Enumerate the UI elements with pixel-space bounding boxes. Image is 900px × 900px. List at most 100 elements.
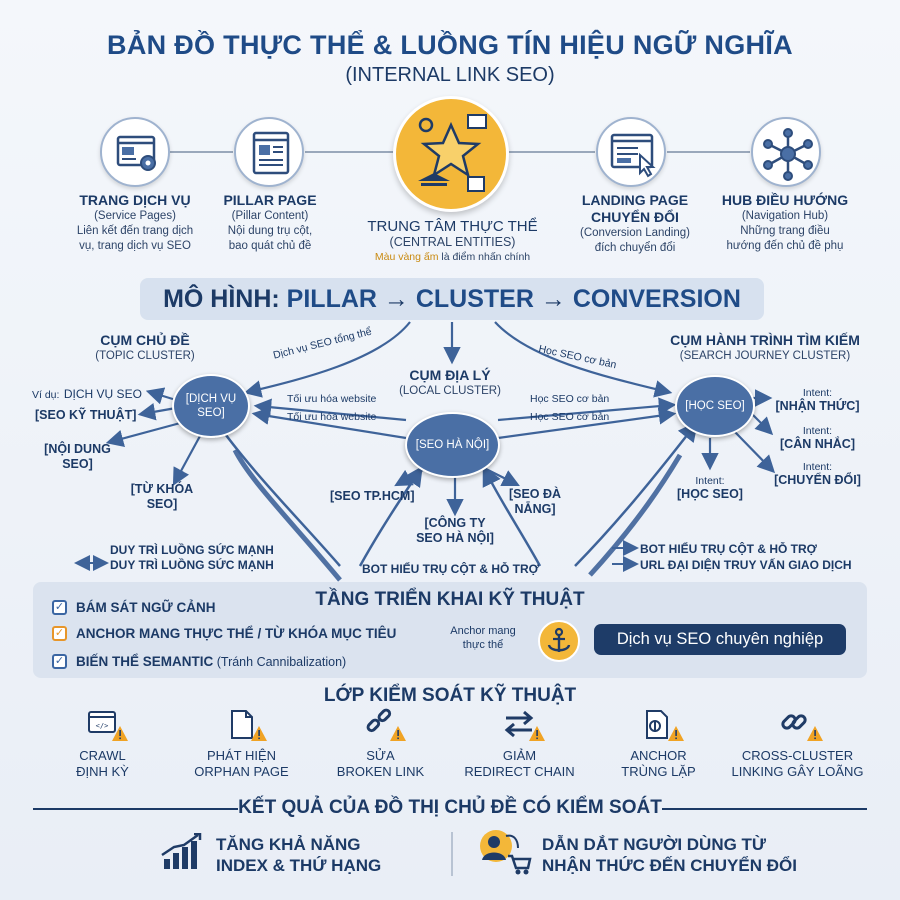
model-arrow-1: → [383,285,409,313]
checkbox-2[interactable]: ✓ [52,626,67,641]
result-2-l1: DẪN DẮT NGƯỜI DÙNG TỪ [542,835,767,854]
search-hub-node[interactable]: [HỌC SEO] [675,375,755,437]
central-sub: (CENTRAL ENTITIES) [389,235,516,249]
topic-heading: CỤM CHỦ ĐỀ [100,332,190,348]
local-cluster-title: CỤM ĐỊA LÝ (LOCAL CLUSTER) [370,367,530,399]
search-heading: CỤM HÀNH TRÌNH TÌM KIẾM [670,332,860,348]
local-item-hcm[interactable]: [SEO TP.HCM] [330,489,415,503]
local-item-cong-ty-l2: SEO HÀ NỘI] [416,531,494,545]
landing-desc: đích chuyển đổi [594,242,676,254]
anchor-note-l2: thực thể [462,639,504,651]
landing-cursor-icon [596,117,666,187]
search-cluster-title: CỤM HÀNH TRÌNH TÌM KIẾM (SEARCH JOURNEY … [640,332,890,364]
model-arrow-2: → [540,285,566,313]
local-item-cong-ty[interactable]: [CÔNG TY SEO HÀ NỘI] [395,516,515,546]
result-2: DẪN DẮT NGƯỜI DÙNG TỪ NHẬN THỨC ĐẾN CHUY… [542,834,797,876]
intent-label-2: Intent: [802,425,833,437]
local-item-da-nang-l1: [SEO ĐÀ [508,487,562,501]
local-item-da-nang-l2: NẴNG] [514,502,556,516]
topic-item-tu-khoa-seo[interactable]: [TỪ KHÓA SEO] [122,482,202,512]
central-note-highlight: Màu vàng ấm [374,251,439,263]
growth-chart-icon [160,832,204,878]
landing-heading2: CHUYỂN ĐỔI [591,209,679,225]
topic-item-tu-khoa-l1: [TỪ KHÓA [130,482,194,496]
intent-learn-seo[interactable]: Intent: [HỌC SEO] [660,475,760,502]
page-subtitle: (INTERNAL LINK SEO) [345,64,555,86]
network-icon [751,117,821,187]
hub-sub: (Navigation Hub) [741,210,829,222]
topic-hub-node[interactable]: [DỊCH VỤ SEO] [172,374,250,438]
control-item-label-line2: ORPHAN PAGE [194,764,289,779]
deploy-item-2: ANCHOR MANG THỰC THỂ / TỪ KHÓA MỤC TIÊU [76,626,397,641]
local-hub-node[interactable]: [SEO HÀ NỘI] [405,412,500,478]
result-1: TĂNG KHẢ NĂNG INDEX & THỨ HẠNG [216,834,381,876]
deploy-item-1: BÁM SÁT NGỮ CẢNH [76,600,216,615]
divider-left [33,808,238,810]
anchor-pill[interactable]: Dịch vụ SEO chuyên nghiệp [594,624,846,655]
topic-item-noi-dung-l1: [NỘI DUNG [44,442,111,456]
local-item-cong-ty-l1: [CÔNG TY [424,516,486,530]
landing-heading: LANDING PAGE [581,192,689,208]
search-sub: (SEARCH JOURNEY CLUSTER) [679,350,851,362]
pillar-desc2: bao quát chủ đề [228,240,312,252]
web-gear-icon [100,117,170,187]
control-item-label-line2: ĐỊNH KỲ [76,764,129,779]
results-heading: KẾT QUẢ CỦA ĐỒ THỊ CHỦ ĐỀ CÓ KIỂM SOÁT [238,797,662,818]
deploy-item-3: BIẾN THỂ SEMANTIC (Tránh Cannibalization… [76,654,346,669]
checkbox-3[interactable]: ✓ [52,654,67,669]
user-cart-icon [478,828,532,876]
intent-consideration[interactable]: Intent: [CÂN NHẮC] [770,425,865,452]
edge-label-right-bottom-2: URL ĐẠI DIỆN TRUY VẤN GIAO DỊCH [640,558,852,572]
control-item-label-line2: TRÙNG LẶP [621,764,696,779]
divider-right [662,808,867,810]
pillar-sub: (Pillar Content) [231,210,309,222]
model-banner: MÔ HÌNH: PILLAR → CLUSTER → CONVERSION [140,278,764,320]
local-item-da-nang[interactable]: [SEO ĐÀ NẴNG] [500,487,570,517]
intent-consideration-value: [CÂN NHẮC] [780,437,855,451]
central-note-rest: là điểm nhấn chính [438,251,531,263]
control-item-label-line2: REDIRECT CHAIN [464,764,575,779]
document-icon [234,117,304,187]
service-pages-node: TRANG DỊCH VỤ (Service Pages) Liên kết đ… [30,192,240,254]
hub-heading: HUB ĐIỀU HƯỚNG [721,192,849,208]
control-item-label-line1: PHÁT HIỆN [206,748,277,763]
edge-label-right-bottom-1: BOT HIỂU TRỤ CỘT & HỖ TRỢ [640,542,817,556]
intent-awareness[interactable]: Intent: [NHẬN THỨC] [770,387,865,414]
intent-conversion[interactable]: Intent: [CHUYỂN ĐỔI] [770,461,865,488]
topic-item-noi-dung-l2: SEO] [62,457,93,471]
topic-example-prefix: Ví dụ: [32,389,60,401]
edge-label-left-bottom-2: DUY TRÌ LUỒNG SỨC MẠNH [110,558,274,572]
result-1-l2: INDEX & THỨ HẠNG [216,856,382,875]
page-title: BẢN ĐỒ THỰC THỂ & LUỒNG TÍN HIỆU NGỮ NGH… [107,30,793,60]
edge-label-mid-4: Học SEO cơ bản [530,411,610,423]
intent-label-1: Intent: [802,387,833,399]
model-conversion: CONVERSION [572,285,741,313]
control-item-label-line2: BROKEN LINK [336,764,425,779]
topic-sub: (TOPIC CLUSTER) [95,350,195,362]
topic-cluster-title: CỤM CHỦ ĐỀ (TOPIC CLUSTER) [60,332,230,364]
service-desc2: vụ, trang dịch vụ SEO [79,240,191,252]
landing-page-node: LANDING PAGE CHUYỂN ĐỔI (Conversion Land… [545,192,725,256]
hub-node: HUB ĐIỀU HƯỚNG (Navigation Hub) Những tr… [700,192,870,254]
control-item-label-line1: CROSS-CLUSTER [741,748,854,763]
svg-text:</>: </> [95,722,108,730]
control-item-label-line1: ANCHOR [630,748,687,763]
service-sub: (Service Pages) [94,210,176,222]
pillar-heading: PILLAR PAGE [223,192,317,208]
intent-learn-seo-value: [HỌC SEO] [677,487,743,501]
topic-item-seo-ky-thuat[interactable]: [SEO KỸ THUẬT] [35,408,137,422]
control-item-label-line1: SỬA [366,748,395,763]
checkbox-1[interactable]: ✓ [52,600,67,615]
anchor-note: Anchor mang thực thể [448,624,518,652]
topic-item-noi-dung-seo[interactable]: [NỘI DUNG SEO] [40,442,115,472]
deploy-heading: TẦNG TRIỂN KHAI KỸ THUẬT [315,589,585,610]
